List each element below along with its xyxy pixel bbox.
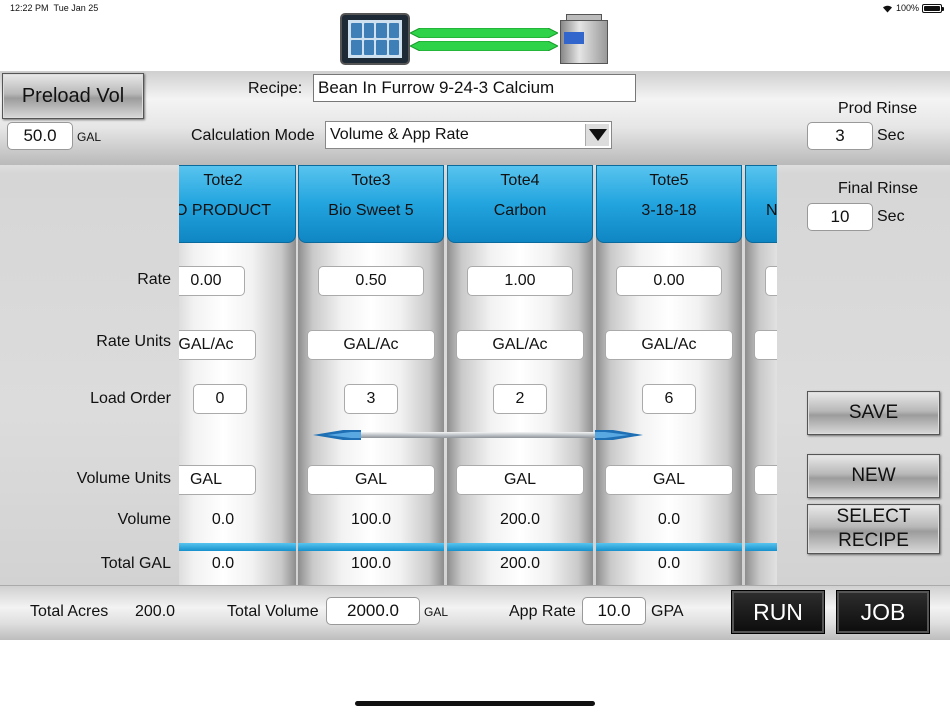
- tote-rate-input[interactable]: [765, 266, 777, 296]
- tote-volume: 0.0: [657, 511, 681, 528]
- tote-rate-units-select[interactable]: GAL/Ac: [307, 330, 435, 360]
- status-time: 12:22 PM Tue Jan 25: [10, 3, 98, 13]
- tote-product: N: [766, 202, 777, 219]
- calc-mode-value: Volume & App Rate: [330, 126, 469, 143]
- tote-header[interactable]: Tote4 Carbon: [447, 165, 593, 243]
- horizontal-scroll-indicator[interactable]: [313, 428, 643, 442]
- recipe-label: Recipe:: [248, 80, 303, 97]
- app-rate-label: App Rate: [509, 603, 576, 620]
- tote-rate-input[interactable]: 1.00: [467, 266, 573, 296]
- tote-volume-units-select[interactable]: [754, 465, 777, 495]
- calc-mode-select[interactable]: Volume & App Rate: [325, 121, 612, 149]
- tote-rate-input[interactable]: 0.00: [179, 266, 245, 296]
- app-rate-unit: GPA: [651, 603, 684, 620]
- tote-header[interactable]: Tote3 Bio Sweet 5: [298, 165, 444, 243]
- preload-vol-unit: GAL: [77, 130, 102, 144]
- preload-vol-button[interactable]: Preload Vol: [2, 73, 144, 119]
- chevron-down-icon[interactable]: [585, 124, 609, 146]
- green-arrow-icon: [410, 41, 558, 51]
- job-button[interactable]: JOB: [836, 590, 930, 634]
- battery-percent: 100%: [895, 3, 919, 13]
- app-rate-input[interactable]: 10.0: [582, 597, 646, 625]
- tote-volume: 200.0: [499, 511, 541, 528]
- run-button[interactable]: RUN: [731, 590, 825, 634]
- tote-volume: 0.0: [211, 511, 235, 528]
- tote-scroll-view[interactable]: Tote2 O PRODUCT 0.00 GAL/Ac 0 GAL 0.0 0.…: [179, 165, 777, 585]
- tote-product: 3-18-18: [641, 202, 697, 219]
- tote-total: 100.0: [350, 555, 392, 572]
- mixing-machine-icon: [556, 14, 612, 66]
- prod-rinse-unit: Sec: [877, 127, 905, 144]
- green-arrow-icon: [410, 28, 558, 38]
- tote-column[interactable]: Tote2 O PRODUCT 0.00 GAL/Ac 0 GAL 0.0 0.…: [179, 165, 296, 585]
- total-acres-label: Total Acres: [30, 603, 109, 620]
- tote-rate-input[interactable]: 0.50: [318, 266, 424, 296]
- wifi-icon: [882, 5, 892, 12]
- tote-rate-input[interactable]: 0.00: [616, 266, 722, 296]
- battery-icon: [922, 3, 944, 13]
- tote-name: Tote5: [649, 172, 689, 189]
- rate-row-label: Rate: [137, 271, 171, 288]
- tote-name: Tote4: [500, 172, 540, 189]
- tote-product: Bio Sweet 5: [328, 202, 414, 219]
- home-indicator[interactable]: [355, 701, 595, 706]
- preload-vol-input[interactable]: 50.0: [7, 122, 73, 150]
- tote-rate-units-select[interactable]: GAL/Ac: [179, 330, 256, 360]
- total-acres-value: 200.0: [135, 603, 176, 620]
- tote-load-order-input[interactable]: 6: [642, 384, 696, 414]
- status-clock: 12:22 PM: [10, 3, 49, 13]
- tote-header[interactable]: Tote5 3-18-18: [596, 165, 742, 243]
- tote-load-order-input[interactable]: 2: [493, 384, 547, 414]
- new-button[interactable]: NEW: [807, 454, 940, 498]
- status-indicators: 100%: [882, 3, 944, 13]
- recipe-input[interactable]: Bean In Furrow 9-24-3 Calcium: [313, 74, 636, 102]
- tote-name: Tote3: [351, 172, 391, 189]
- tote-rate-units-select[interactable]: GAL/Ac: [456, 330, 584, 360]
- tote-total: 0.0: [657, 555, 681, 572]
- tote-name: Tote2: [203, 172, 243, 189]
- save-button[interactable]: SAVE: [807, 391, 940, 435]
- tote-column[interactable]: Tote3 Bio Sweet 5 0.50 GAL/Ac 3 GAL 100.…: [298, 165, 444, 585]
- tote-product: O PRODUCT: [179, 202, 271, 219]
- tote-load-order-input[interactable]: 3: [344, 384, 398, 414]
- tote-column[interactable]: Tote4 Carbon 1.00 GAL/Ac 2 GAL 200.0 200…: [447, 165, 593, 585]
- prod-rinse-input[interactable]: 3: [807, 122, 873, 150]
- tote-rate-units-select[interactable]: GAL/Ac: [605, 330, 733, 360]
- tote-volume-units-select[interactable]: GAL: [307, 465, 435, 495]
- tote-column[interactable]: N: [745, 165, 777, 585]
- select-recipe-button[interactable]: SELECT RECIPE: [807, 504, 940, 554]
- tote-volume-units-select[interactable]: GAL: [179, 465, 256, 495]
- tote-header[interactable]: N: [745, 165, 777, 243]
- rate-units-row-label: Rate Units: [96, 333, 171, 350]
- tote-total: 0.0: [211, 555, 235, 572]
- tote-volume-units-select[interactable]: GAL: [456, 465, 584, 495]
- total-volume-label: Total Volume: [227, 603, 319, 620]
- final-rinse-unit: Sec: [877, 208, 905, 225]
- tablet-icon: [340, 13, 410, 65]
- tote-rate-units-select[interactable]: [754, 330, 777, 360]
- total-volume-input[interactable]: 2000.0: [326, 597, 420, 625]
- tote-total: 200.0: [499, 555, 541, 572]
- tote-load-order-input[interactable]: 0: [193, 384, 247, 414]
- tote-header[interactable]: Tote2 O PRODUCT: [179, 165, 296, 243]
- load-order-row-label: Load Order: [90, 390, 171, 407]
- tote-volume-units-select[interactable]: GAL: [605, 465, 733, 495]
- tote-product: Carbon: [493, 202, 547, 219]
- total-gal-row-label: Total GAL: [100, 555, 171, 572]
- tote-volume: 100.0: [350, 511, 392, 528]
- status-date: Tue Jan 25: [53, 3, 99, 13]
- total-volume-unit: GAL: [424, 605, 449, 619]
- final-rinse-input[interactable]: 10: [807, 203, 873, 231]
- final-rinse-label: Final Rinse: [838, 180, 919, 197]
- tote-column[interactable]: Tote5 3-18-18 0.00 GAL/Ac 6 GAL 0.0 0.0: [596, 165, 742, 585]
- calc-mode-label: Calculation Mode: [191, 127, 315, 144]
- volume-units-row-label: Volume Units: [76, 470, 171, 487]
- prod-rinse-label: Prod Rinse: [838, 100, 918, 117]
- volume-row-label: Volume: [117, 511, 171, 528]
